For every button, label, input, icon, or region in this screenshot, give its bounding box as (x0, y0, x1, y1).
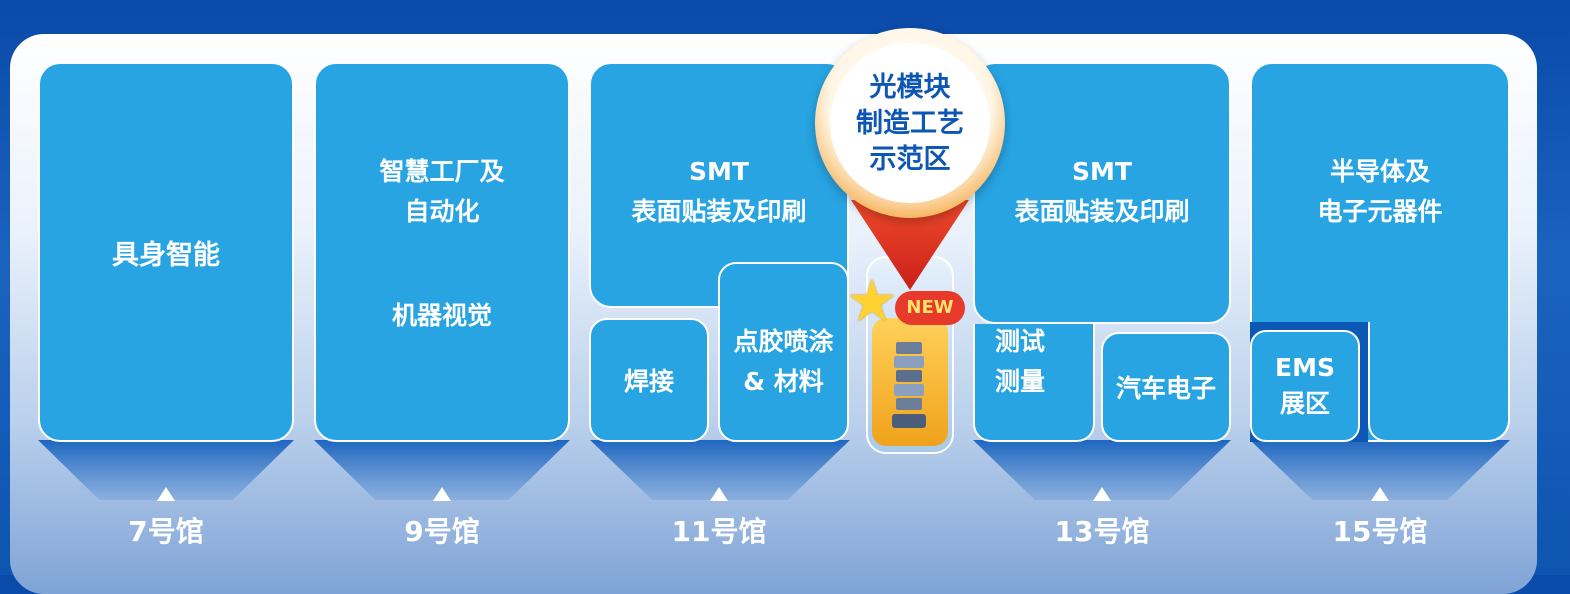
hall-15-ems-label-1: EMS (1275, 353, 1335, 382)
hall-9-label[interactable]: 9号馆 (404, 515, 480, 548)
hall-11-label[interactable]: 11号馆 (671, 515, 767, 548)
highlight-pin-label: 光模块 制造工艺 示范区 (815, 70, 1005, 178)
hall-15-label[interactable]: 15号馆 (1332, 515, 1428, 548)
module-tower-icon (892, 342, 926, 428)
highlight-line-2: 制造工艺 (856, 108, 964, 139)
highlight-line-3: 示范区 (869, 144, 951, 175)
hall-13-automotive-label: 汽车电子 (1115, 374, 1216, 403)
hall-13-testing-label-2: 测量 (995, 367, 1046, 396)
highlight-line-1: 光模块 (869, 72, 951, 103)
hall-9-label-2: 自动化 (404, 197, 480, 226)
hall-11-dispensing-label-2: & 材料 (743, 367, 824, 396)
hall-15-ems-zone[interactable] (1250, 330, 1360, 442)
hall-11-dispensing-label-1: 点胶喷涂 (733, 327, 834, 356)
triangle-up-icon (710, 487, 728, 501)
hall-7-zone-label: 具身智能 (112, 239, 220, 271)
hall-11-welding-zone[interactable]: 焊接 (589, 318, 709, 442)
triangle-up-icon (157, 487, 175, 501)
star-icon: ★ (846, 267, 898, 335)
hall-9-zone[interactable] (314, 62, 570, 442)
hall-9-label-3: 机器视觉 (391, 301, 492, 330)
hall-15-lower-zone[interactable] (1368, 322, 1510, 442)
hall-7-label[interactable]: 7号馆 (128, 515, 204, 548)
hall-7-zone[interactable]: 具身智能 (38, 62, 294, 442)
hall-13-testing-zone[interactable] (973, 324, 1095, 442)
triangle-up-icon (1093, 487, 1111, 501)
hall-13-label[interactable]: 13号馆 (1054, 515, 1150, 548)
triangle-up-icon (1371, 487, 1389, 501)
highlight-pin-inner (830, 43, 990, 203)
hall-11-smt-label: SMT (689, 157, 749, 186)
hall-13-smt-label-2: 表面贴装及印刷 (1014, 197, 1190, 226)
hall-13-smt-zone[interactable] (973, 62, 1231, 324)
hall-13-smt-label: SMT (1072, 157, 1132, 186)
hall-15-semiconductor-label-2: 电子元器件 (1317, 197, 1443, 226)
hall-13-automotive-zone[interactable]: 汽车电子 (1101, 332, 1231, 442)
hall-11-dispensing-zone[interactable] (718, 262, 849, 442)
hall-15-semiconductor-label-1: 半导体及 (1329, 157, 1430, 186)
hall-15-ems-label-2: 展区 (1279, 389, 1330, 418)
hall-11-smt-label-2: 表面贴装及印刷 (631, 197, 807, 226)
new-badge-icon: NEW (895, 291, 965, 325)
hall-13-testing-label-1: 测试 (995, 327, 1046, 356)
hall-9-label-1: 智慧工厂及 (379, 157, 505, 186)
hall-11-welding-label: 焊接 (623, 367, 674, 396)
triangle-up-icon (433, 487, 451, 501)
